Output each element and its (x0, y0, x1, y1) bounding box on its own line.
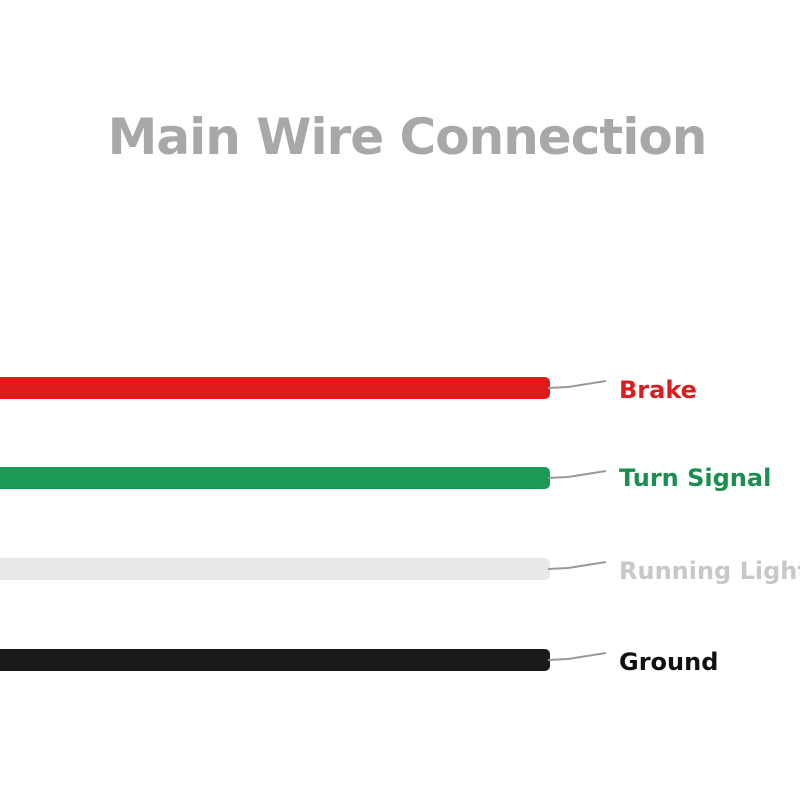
wire-insulation (0, 467, 550, 489)
wire-strand-icon (548, 652, 607, 661)
wire-label: Turn Signal (619, 464, 772, 492)
wire-insulation (0, 558, 550, 580)
wire-strand-icon (548, 561, 607, 570)
wire-insulation (0, 377, 550, 399)
wire-strand-icon (548, 470, 607, 479)
wire-insulation (0, 649, 550, 671)
wire-strand-icon (548, 380, 607, 389)
wire-label: Brake (619, 376, 697, 404)
wire-label: Ground (619, 648, 719, 676)
wire-label: Running Light (619, 557, 800, 585)
page-title: Main Wire Connection (107, 108, 708, 166)
